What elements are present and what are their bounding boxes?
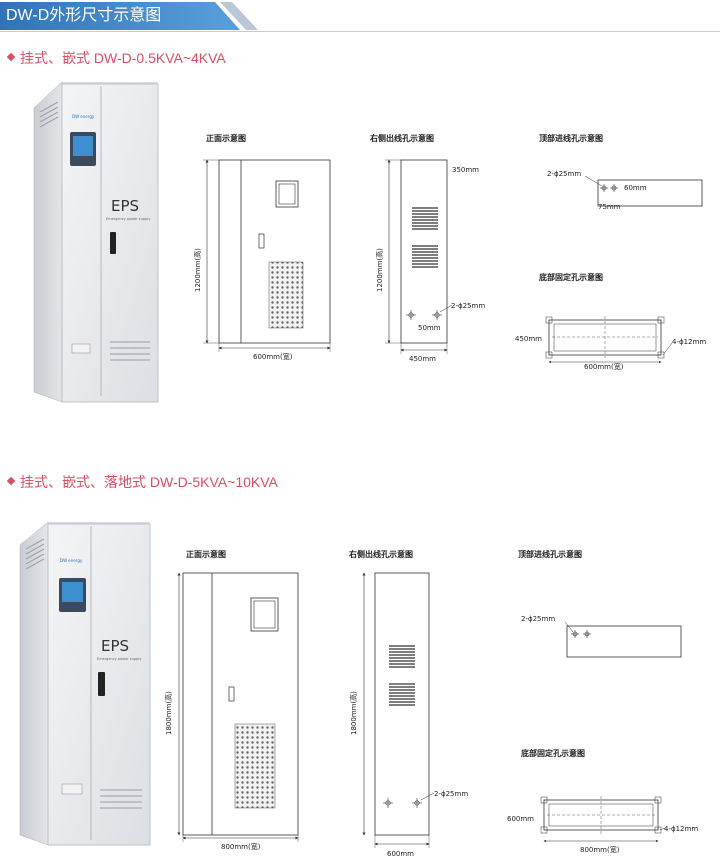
bottom-view-2-title: 底部固定孔示意图 [520, 748, 585, 758]
front-view-2: 正面示意图 1800mm(高) 800mm(宽) [164, 549, 299, 851]
front-view-1: 正面示意图 1200mm(高) 600mm(宽) [193, 133, 331, 361]
section1-title-text: 挂式、嵌式 DW-D-0.5KVA~4KVA [20, 50, 226, 66]
front-view-2-width: 800mm(宽) [221, 842, 261, 851]
top-view-2: 顶部进线孔示意图 2-ϕ25mm [518, 549, 682, 658]
side-view-2: 右侧出线孔示意图 2-ϕ25mm 1800mm(高) 600mm [348, 549, 468, 858]
section1-title: 挂式、嵌式 DW-D-0.5KVA~4KVA [6, 48, 226, 68]
cabinet1-eps-label: EPS [111, 197, 139, 215]
bottom-view-2-800mm: 800mm(宽) [580, 845, 620, 854]
bottom-hole-icon [540, 796, 662, 834]
cabinet-photo-1: DW energy EPS Emergency power supply [33, 81, 159, 403]
cabinet1-eps-sublabel: Emergency power supply [106, 217, 150, 221]
bottom-view-1-title: 底部固定孔示意图 [538, 272, 603, 282]
side-view-1: 右侧出线孔示意图 2-ϕ25mm 50mm 350mm 1200mm(高) 45… [369, 133, 485, 363]
side-view-1-hole: 2-ϕ25mm [451, 302, 485, 310]
header-divider [0, 31, 720, 32]
page-title: DW-D外形尺寸示意图 [6, 7, 162, 24]
bottom-view-1-450mm: 450mm [515, 335, 542, 343]
door-handle-icon [98, 672, 105, 696]
bottom-view-1-hole: 4-ϕ12mm [672, 338, 706, 346]
side-view-1-depth: 450mm [409, 355, 436, 363]
top-view-1-hole: 2-ϕ25mm [547, 170, 581, 178]
top-hole-icon [600, 184, 618, 192]
front-view-1-height: 1200mm(高) [193, 248, 202, 292]
bottom-hole-icon [545, 316, 665, 359]
top-view-1-title: 顶部进线孔示意图 [539, 133, 603, 143]
section2-title: 挂式、嵌式、落地式 DW-D-5KVA~10KVA [6, 472, 278, 492]
side-view-1-350mm: 350mm [452, 166, 479, 174]
top-view-2-hole: 2-ϕ25mm [521, 615, 555, 623]
side-view-2-title: 右侧出线孔示意图 [348, 549, 413, 559]
top-view-2-title: 顶部进线孔示意图 [518, 549, 582, 559]
cabinet-photo-2: DW energy EPS Emergency power supply [19, 521, 151, 846]
side-view-2-depth: 600mm [387, 850, 414, 858]
side-view-1-title: 右侧出线孔示意图 [369, 133, 434, 143]
bottom-view-2-hole: 4-ϕ12mm [664, 825, 698, 833]
side-view-2-hole: 2-ϕ25mm [434, 790, 468, 798]
bottom-view-2-600mm: 600mm [507, 815, 534, 823]
bottom-view-1-600mm: 600mm(宽) [584, 362, 624, 371]
top-view-1-75mm: 75mm [598, 203, 621, 211]
bottom-view-1: 底部固定孔示意图 450mm 4-ϕ12mm 600mm(宽) [515, 272, 706, 371]
side-hole-icon [383, 798, 422, 808]
side-view-2-height: 1800mm(高) [349, 691, 358, 735]
side-hole-icon [406, 310, 442, 320]
header-banner [0, 2, 258, 30]
page-header: DW-D外形尺寸示意图 [0, 0, 720, 34]
front-vent-mesh [268, 261, 304, 329]
bottom-view-2: 底部固定孔示意图 600mm 4-ϕ12mm 800mm(宽) [507, 748, 698, 854]
front-view-2-title: 正面示意图 [186, 549, 226, 559]
side-view-1-height: 1200mm(高) [375, 248, 384, 292]
front-view-1-width: 600mm(宽) [253, 352, 293, 361]
door-handle-icon [110, 232, 116, 254]
top-view-1-60mm: 60mm [624, 184, 647, 192]
top-view-1: 顶部进线孔示意图 2-ϕ25mm 60mm 75mm [539, 133, 703, 211]
section2-title-text: 挂式、嵌式、落地式 DW-D-5KVA~10KVA [20, 474, 278, 490]
top-hole-icon [571, 630, 591, 638]
cabinet2-eps-label: EPS [101, 637, 129, 655]
cabinet2-eps-sublabel: Emergency power supply [97, 657, 141, 661]
cabinet2-brand: DW energy [60, 558, 83, 563]
front-vent-mesh [234, 723, 276, 809]
side-view-1-50mm: 50mm [418, 324, 441, 332]
front-view-2-height: 1800mm(高) [164, 691, 173, 735]
front-view-1-title: 正面示意图 [206, 133, 246, 143]
cabinet1-brand: DW energy [72, 114, 95, 119]
